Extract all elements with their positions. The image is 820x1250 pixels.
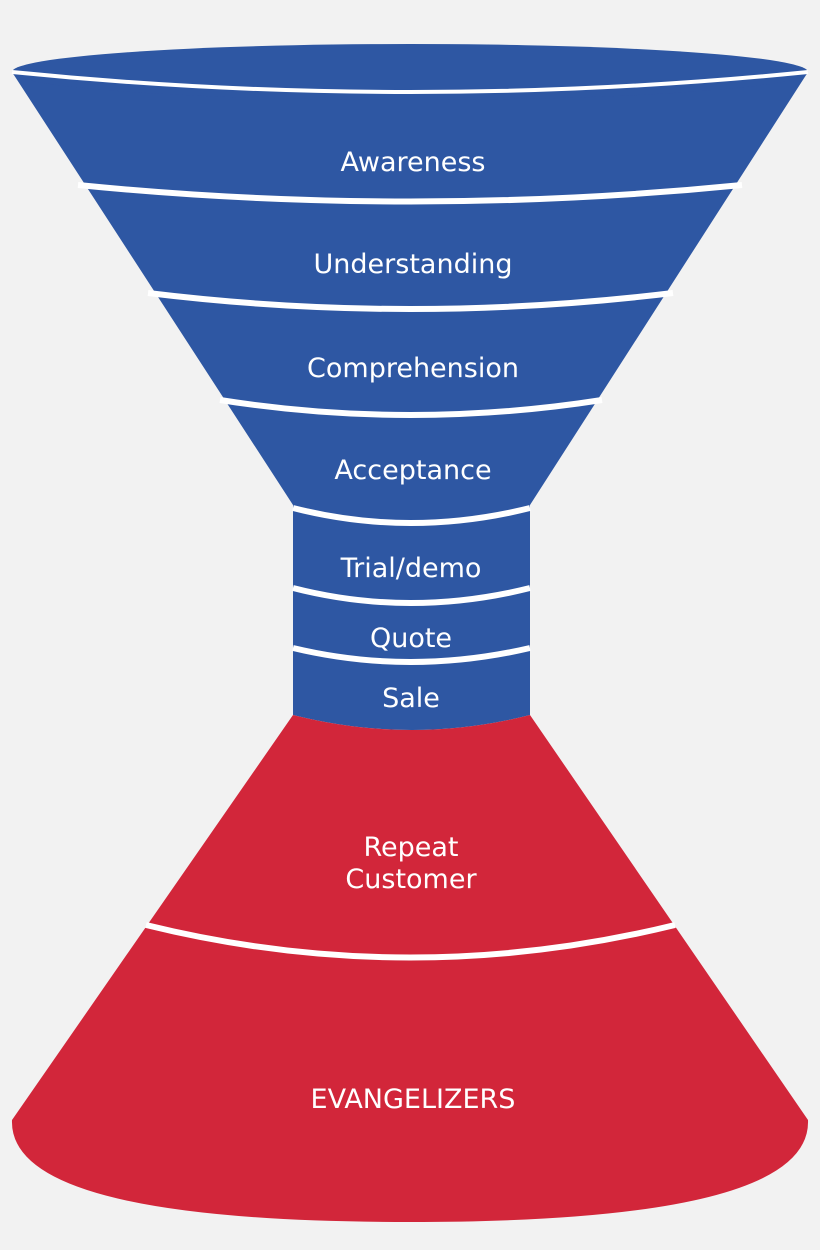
stage-quote-label: Quote bbox=[370, 623, 452, 654]
stage-awareness-label: Awareness bbox=[341, 147, 486, 178]
separator-6 bbox=[292, 645, 531, 665]
bottom-funnel bbox=[11, 715, 809, 1222]
separator-7 bbox=[145, 922, 676, 961]
stage-labels: Awareness Understanding Comprehension Ac… bbox=[307, 147, 519, 1115]
bottom-cone bbox=[11, 715, 809, 1222]
separator-4 bbox=[292, 505, 531, 526]
funnel-neck bbox=[293, 505, 530, 730]
stage-evangelizers-label: EVANGELIZERS bbox=[311, 1084, 516, 1115]
funnel-cone bbox=[12, 72, 808, 520]
funnel-rim-edge bbox=[11, 70, 809, 94]
stage-sale-label: Sale bbox=[382, 683, 440, 714]
stage-comprehension-label: Comprehension bbox=[307, 353, 519, 384]
stage-acceptance-label: Acceptance bbox=[334, 455, 491, 486]
stage-trial-label: Trial/demo bbox=[340, 553, 482, 584]
stage-repeat-label-line1: Repeat bbox=[363, 832, 458, 863]
separator-1 bbox=[77, 182, 743, 205]
stage-understanding-label: Understanding bbox=[314, 249, 513, 280]
separator-3 bbox=[219, 397, 603, 418]
separator-5 bbox=[292, 585, 531, 606]
separator-2 bbox=[147, 290, 674, 312]
top-funnel bbox=[11, 44, 809, 730]
stage-repeat-label-line2: Customer bbox=[345, 864, 477, 895]
